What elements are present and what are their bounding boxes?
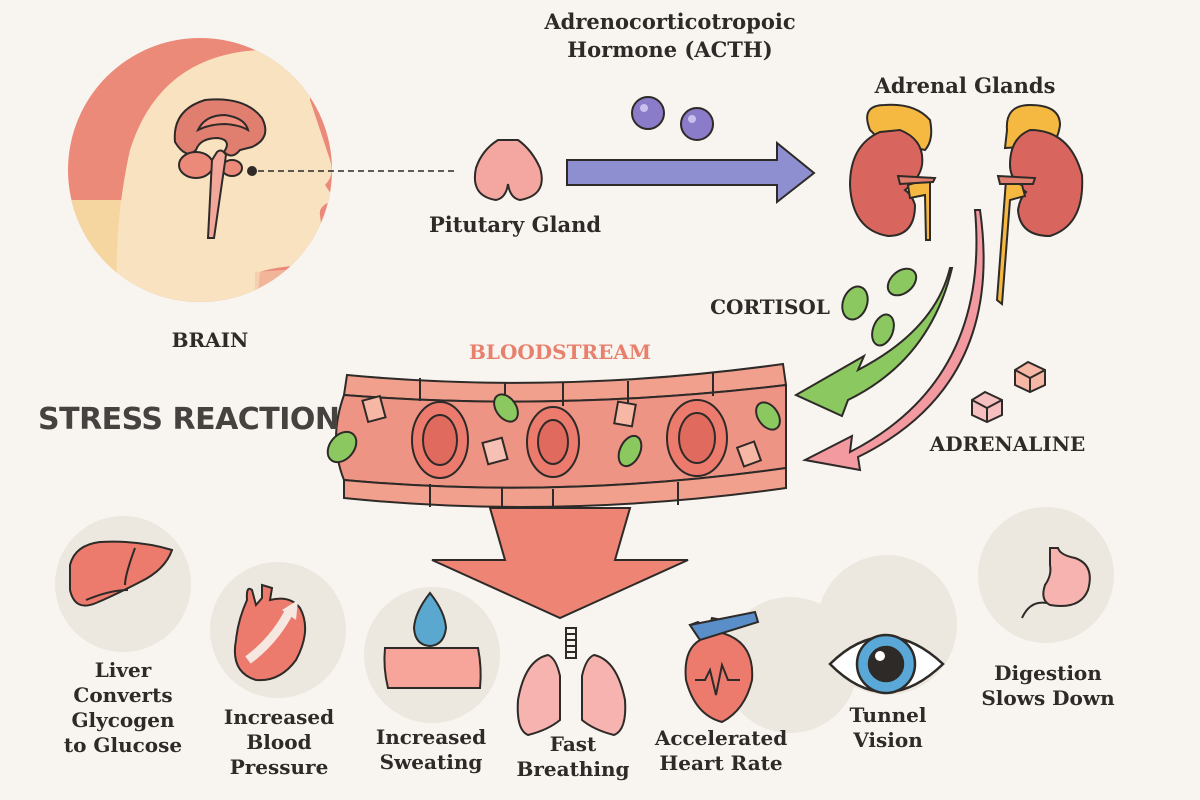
adrenal-glands-label: Adrenal Glands: [874, 73, 1056, 98]
bloodstream-label: BLOODSTREAM: [468, 340, 651, 364]
effect-label-digestion: Digestion Slows Down: [981, 661, 1115, 710]
acth-arrow: [566, 140, 816, 205]
adrenaline-arrow: [801, 209, 985, 472]
brain-icon: [173, 98, 267, 239]
pituitary-gland-label: Pitutary Gland: [428, 212, 602, 237]
eye-icon: [828, 633, 945, 695]
adrenaline-molecules-icon: [971, 360, 1046, 424]
stomach-icon: [1021, 547, 1091, 619]
effect-label-heart-rate: Accelerated Heart Rate: [654, 726, 788, 775]
brain-label: BRAIN: [171, 328, 249, 352]
effect-label-vision: Tunnel Vision: [849, 703, 927, 752]
effect-label-sweating: Increased Sweating: [375, 725, 487, 774]
effect-label-breathing: Fast Breathing: [516, 732, 630, 781]
left-adrenal-kidney-icon: [848, 103, 937, 241]
bloodstream-particles-icon: [326, 393, 781, 468]
acth-label-line2: Hormone (ACTH): [567, 37, 773, 62]
liver-detail: [85, 547, 136, 601]
effect-label-liver: Liver Converts Glycogen to Glucose: [63, 658, 183, 757]
acth-label: Adrenocorticotropoic Hormone (ACTH): [540, 8, 800, 64]
cortisol-molecules-icon: [841, 267, 918, 347]
effect-label-blood-pressure: Increased Blood Pressure: [223, 705, 335, 779]
red-blood-cells-icon: [411, 399, 728, 479]
pituitary-gland-icon: [474, 139, 543, 202]
pituitary-pointer-dot: [247, 166, 257, 176]
heart-arrow-icon: [234, 583, 307, 682]
liver-icon: [69, 540, 174, 607]
sweat-drop-icon: [383, 591, 482, 689]
head-illustration: [68, 38, 332, 302]
acth-label-line1: Adrenocorticotropoic: [544, 9, 796, 34]
lungs-icon: [516, 627, 627, 737]
cortisol-label: CORTISOL: [710, 295, 830, 319]
cortisol-arrow: [793, 267, 954, 418]
stress-reaction-title: STRESS REACTION: [38, 402, 340, 437]
effects-down-arrow: [431, 507, 689, 620]
adrenaline-label: ADRENALINE: [929, 432, 1086, 456]
heart-icon: [684, 610, 760, 724]
acth-molecules-icon: [631, 96, 714, 141]
right-adrenal-kidney-icon: [995, 103, 1084, 306]
